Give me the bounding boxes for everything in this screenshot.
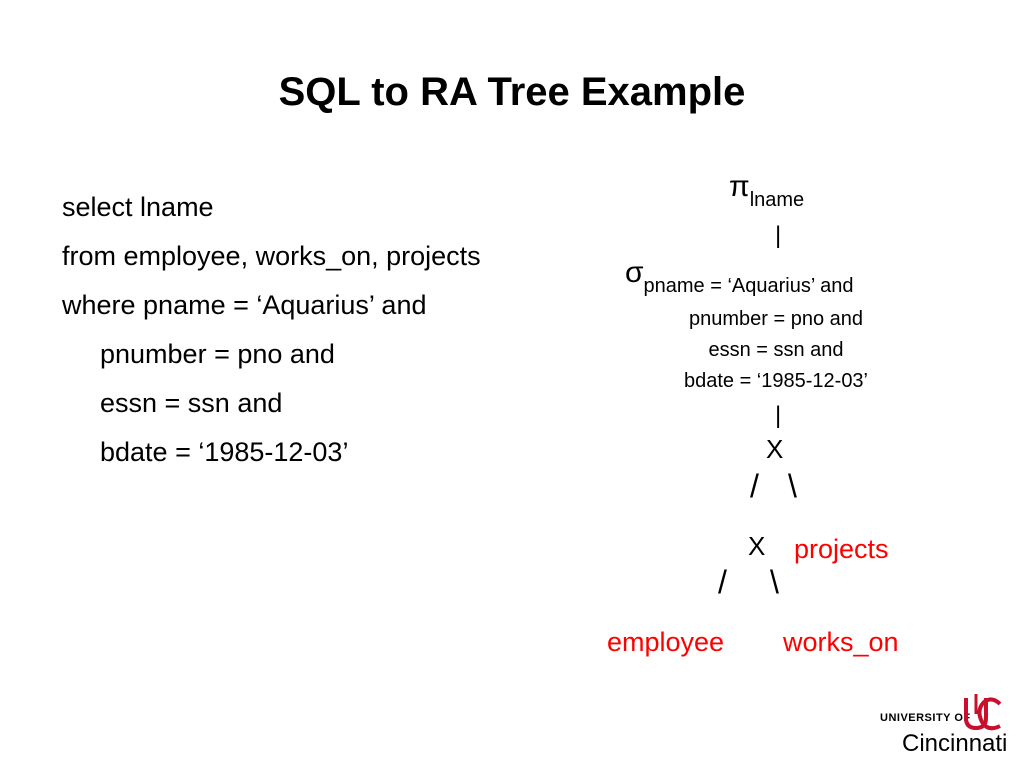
tree-edge-right: \ (770, 564, 779, 600)
sigma-condition-line1: pname = ‘Aquarius’ and (643, 275, 854, 297)
sql-from-line: from employee, works_on, projects (62, 241, 481, 271)
tree-edge-right: \ (788, 468, 797, 504)
sql-condition-pnumber: pnumber = pno and (100, 339, 335, 369)
sql-select-line: select lname (62, 192, 214, 222)
tree-edge-left: / (750, 468, 759, 504)
sigma-condition-line2: pnumber = pno and (688, 308, 864, 330)
logo-university-of: UNIVERSITY OF (880, 712, 971, 724)
relation-works-on: works_on (783, 627, 899, 657)
sigma-condition-line3: essn = ssn and (708, 339, 844, 361)
logo-cincinnati: Cincinnati (902, 730, 1008, 757)
tree-edge-vertical: | (775, 402, 782, 429)
relation-projects: projects (794, 534, 889, 564)
slide-title: SQL to RA Tree Example (278, 70, 746, 114)
relation-employee: employee (607, 627, 725, 657)
uc-monogram-icon (964, 694, 1002, 731)
sql-condition-bdate: bdate = ‘1985-12-03’ (100, 437, 349, 467)
university-logo: UNIVERSITY OF Cincinnati (880, 694, 1020, 758)
selection-node: σpname = ‘Aquarius’ and (625, 256, 853, 297)
projection-node: πlname (729, 170, 804, 211)
sql-condition-essn: essn = ssn and (100, 388, 283, 418)
tree-edge-left: / (718, 564, 727, 600)
tree-edge-vertical: | (775, 222, 782, 249)
cross-product-node: X (766, 434, 784, 464)
pi-subscript: lname (749, 189, 805, 211)
pi-symbol: π (729, 170, 750, 203)
sigma-condition-line4: bdate = ‘1985-12-03’ (683, 370, 869, 392)
sql-where-line: where pname = ‘Aquarius’ and (62, 290, 427, 320)
sigma-symbol: σ (625, 256, 644, 289)
cross-product-node: X (748, 531, 766, 561)
